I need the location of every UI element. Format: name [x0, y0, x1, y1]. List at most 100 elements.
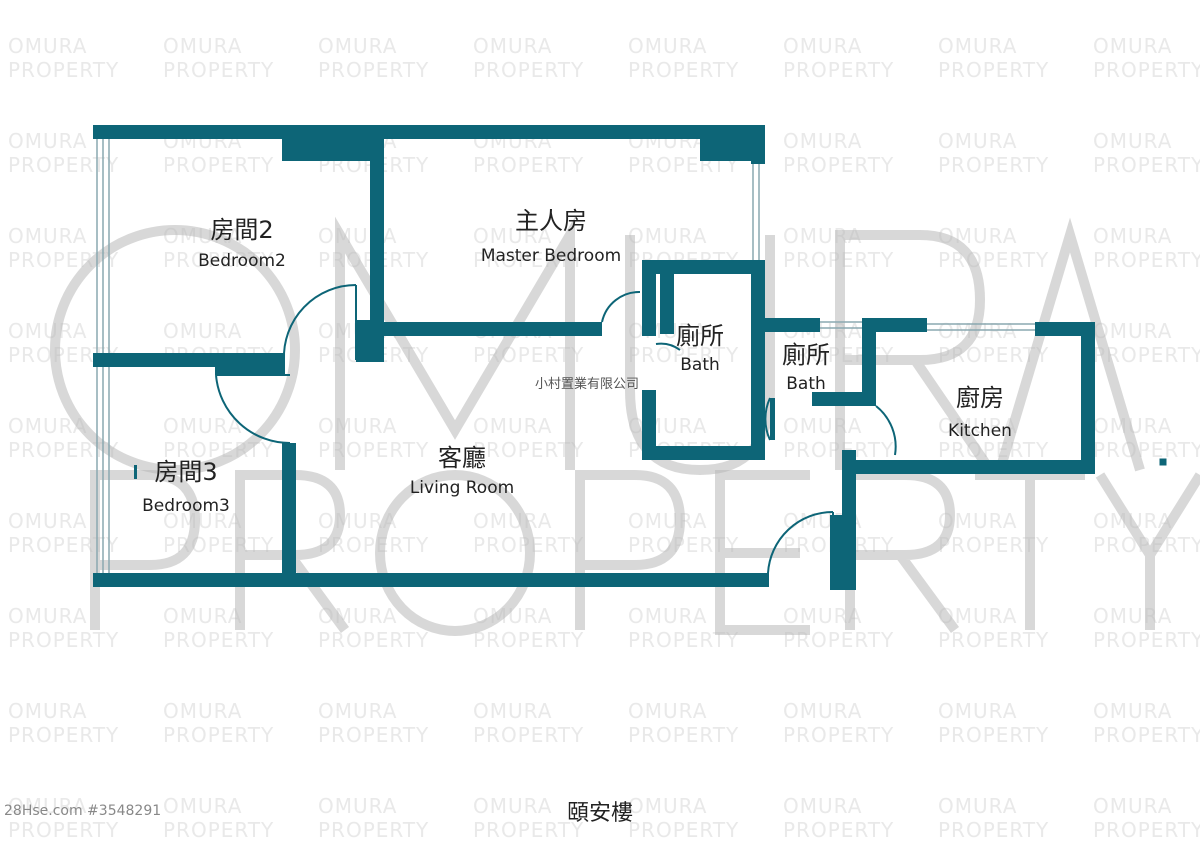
watermark-line1: OMURA — [8, 604, 88, 628]
watermark-line2: PROPERTY — [1093, 723, 1200, 747]
company-name: 小村置業有限公司 — [535, 377, 640, 392]
watermark-line2: PROPERTY — [473, 58, 585, 82]
bath1-label-zh: 廁所 — [676, 322, 724, 350]
bath1-label-en: Bath — [680, 355, 720, 375]
watermark-line2: PROPERTY — [938, 153, 1050, 177]
watermark-line2: PROPERTY — [783, 58, 895, 82]
watermark-line1: OMURA — [318, 34, 398, 58]
watermark-line1: OMURA — [628, 699, 708, 723]
watermark-line1: OMURA — [163, 794, 243, 818]
watermark-line2: PROPERTY — [938, 58, 1050, 82]
watermark-line2: PROPERTY — [1093, 153, 1200, 177]
watermark-line1: OMURA — [783, 129, 863, 153]
bath2-label-en: Bath — [786, 374, 826, 394]
kitchen-label-zh: 廚房 — [956, 384, 1004, 412]
watermark-line1: OMURA — [473, 794, 553, 818]
watermark-line1: OMURA — [473, 699, 553, 723]
watermark-line1: OMURA — [938, 794, 1018, 818]
watermark-line1: OMURA — [8, 129, 88, 153]
watermark-line2: PROPERTY — [318, 818, 430, 842]
watermark-line2: PROPERTY — [1093, 628, 1200, 652]
bedroom2-door — [282, 283, 357, 361]
watermark-line1: OMURA — [8, 794, 88, 818]
watermark-line1: OMURA — [318, 794, 398, 818]
watermark-line1: OMURA — [1093, 34, 1173, 58]
watermark-line1: OMURA — [783, 699, 863, 723]
watermark-line1: OMURA — [318, 699, 398, 723]
watermark-line2: PROPERTY — [783, 818, 895, 842]
kitchen-door — [875, 405, 897, 456]
watermark-line2: PROPERTY — [783, 153, 895, 177]
watermark-line1: OMURA — [1093, 129, 1173, 153]
watermark-line1: OMURA — [628, 794, 708, 818]
watermark-line1: OMURA — [938, 699, 1018, 723]
watermark-line2: PROPERTY — [318, 723, 430, 747]
watermark-line2: PROPERTY — [1093, 58, 1200, 82]
watermark-line2: PROPERTY — [8, 628, 120, 652]
living-label-en: Living Room — [410, 478, 514, 498]
bedroom2-label-en: Bedroom2 — [198, 251, 286, 271]
watermark-line2: PROPERTY — [8, 153, 120, 177]
watermark-line2: PROPERTY — [628, 58, 740, 82]
watermark-line1: OMURA — [628, 34, 708, 58]
top-wall — [93, 125, 765, 139]
watermark-line2: PROPERTY — [163, 153, 275, 177]
watermark-line2: PROPERTY — [8, 723, 120, 747]
watermark-line2: PROPERTY — [473, 818, 585, 842]
watermark-line2: PROPERTY — [473, 153, 585, 177]
kitchen-label-en: Kitchen — [948, 421, 1012, 441]
watermark-line2: PROPERTY — [163, 58, 275, 82]
watermark-line1: OMURA — [938, 34, 1018, 58]
watermark-line2: PROPERTY — [473, 723, 585, 747]
watermark-line2: PROPERTY — [783, 723, 895, 747]
bedroom3-label-en: Bedroom3 — [142, 496, 230, 516]
master-label-en: Master Bedroom — [481, 246, 621, 266]
bath2-label-zh: 廁所 — [782, 341, 830, 369]
bath1-door — [601, 290, 641, 323]
watermark-line1: OMURA — [8, 509, 88, 533]
listing-id: 28Hse.com #3548291 — [4, 803, 162, 819]
watermark-line1: OMURA — [163, 34, 243, 58]
watermark-line1: OMURA — [8, 34, 88, 58]
watermark-line1: OMURA — [8, 699, 88, 723]
watermark-line1: OMURA — [783, 794, 863, 818]
watermark-line1: OMURA — [163, 699, 243, 723]
watermark-line1: OMURA — [1093, 699, 1173, 723]
building-name: 頤安樓 — [566, 801, 633, 826]
watermark-line2: PROPERTY — [8, 58, 120, 82]
watermark-line2: PROPERTY — [1093, 818, 1200, 842]
watermark-line2: PROPERTY — [163, 723, 275, 747]
watermark-line2: PROPERTY — [8, 818, 120, 842]
living-label-zh: 客廳 — [438, 444, 486, 472]
master-label-zh: 主人房 — [515, 207, 587, 235]
watermark-line1: OMURA — [783, 34, 863, 58]
watermark-line2: PROPERTY — [628, 818, 740, 842]
watermark-line2: PROPERTY — [938, 723, 1050, 747]
watermark-line2: PROPERTY — [628, 723, 740, 747]
